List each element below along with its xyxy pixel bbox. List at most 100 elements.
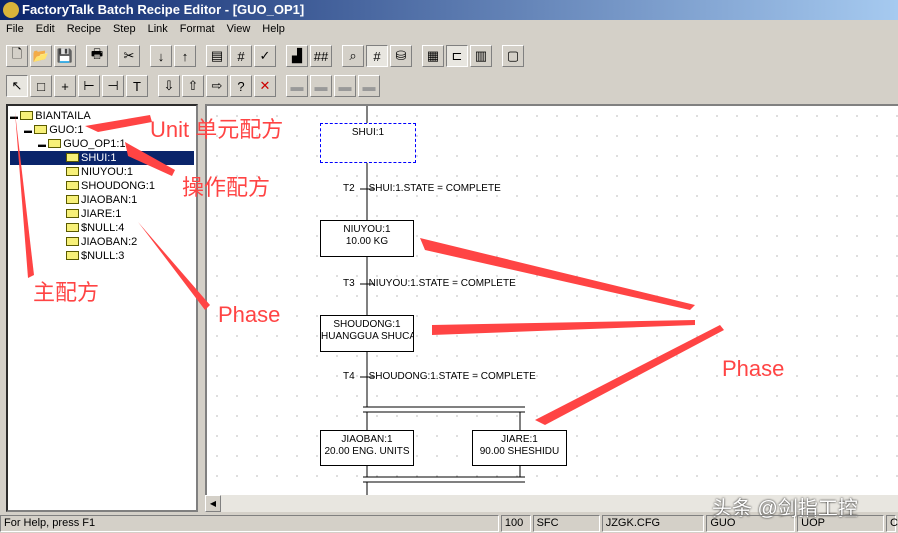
tree-item[interactable]: ▬ BIANTAILA [10,109,91,123]
move-down-button[interactable]: ↓ [150,45,172,67]
table-icon: ▦ [426,48,440,63]
status-pane: 100 [500,515,531,532]
sfc-icon: ⊏ [451,48,463,63]
tree-item-label: BIANTAILA [35,110,91,122]
step-name: SHOUDONG:1 [333,319,401,330]
zoom-button[interactable]: ⌕ [342,45,364,67]
save-button[interactable]: 💾 [54,45,76,67]
scroll-left-button[interactable]: ◀ [205,495,221,512]
frame-button[interactable]: ▢ [502,45,524,67]
disabled2-button[interactable]: ▬ [310,75,332,97]
collapse-icon[interactable]: ▬ [24,126,35,135]
hash-icon: ## [313,48,329,64]
step-shui[interactable]: SHUI:1 [320,123,416,163]
menu-help[interactable]: Help [262,23,285,35]
hash-button[interactable]: ## [310,45,332,67]
folder-icon [66,153,79,162]
pointer-icon: ↖ [11,78,23,93]
grid-button[interactable]: # [366,45,388,67]
insert-up-button[interactable]: ⇧ [182,75,204,97]
disabled1-button[interactable]: ▬ [286,75,308,97]
cut-button[interactable]: ✂ [118,45,140,67]
insert-down-icon: ⇩ [163,78,175,93]
tree-item[interactable]: SHOUDONG:1 [52,179,155,193]
horizontal-scrollbar[interactable]: ◀ [205,495,898,512]
step-value: 90.00 SHESHIDU [479,446,560,457]
tree-item[interactable]: JIAOBAN:1 [52,193,137,207]
link2-button[interactable]: ⊣ [102,75,124,97]
step-name: SHUI:1 [351,127,385,138]
menu-file[interactable]: File [6,23,24,35]
table2-button[interactable]: ▥ [470,45,492,67]
new-button[interactable]: 🗋 [6,45,28,67]
link1-button[interactable]: ⊢ [78,75,100,97]
annotation-master: 主配方 [33,280,100,305]
transition-t4[interactable]: T4 SHOUDONG:1.STATE = COMPLETE [343,371,536,382]
menu-link[interactable]: Link [147,23,168,35]
new-icon: 🗋 [11,46,23,61]
db-button[interactable]: ⛁ [390,45,412,67]
step-button[interactable]: □ [30,75,52,97]
transition-icon: + [61,78,69,94]
tree-item[interactable]: NIUYOU:1 [52,165,133,179]
pointer-button[interactable]: ↖ [6,75,28,97]
step-icon: □ [37,78,45,94]
menu-view[interactable]: View [226,23,251,35]
text-button[interactable]: T [126,75,148,97]
page-button[interactable]: ▤ [206,45,228,67]
tree-item[interactable]: JIAOBAN:2 [52,235,137,249]
stairs-button[interactable]: ▟ [286,45,308,67]
verify-icon: ✓ [259,48,271,63]
disabled3-button[interactable]: ▬ [334,75,356,97]
menu-recipe[interactable]: Recipe [66,23,101,35]
tree-item[interactable]: $NULL:4 [52,221,124,235]
step-value: 10.00 KG [345,236,389,247]
tree-item[interactable]: ▬ GUO_OP1:1 [38,137,126,151]
status-pane: SFC [532,515,600,532]
delete-button[interactable]: ✕ [254,75,276,97]
transition-t2[interactable]: T2 SHUI:1.STATE = COMPLETE [343,183,501,194]
annotation-phase-2: Phase [722,356,785,381]
tree-item[interactable]: SHUI:1 [10,151,194,165]
tree-item-label: NIUYOU:1 [81,166,133,178]
sfc-button[interactable]: ⊏ [446,45,468,67]
menu-edit[interactable]: Edit [35,23,55,35]
folder-icon [66,167,79,176]
insert-down-button[interactable]: ⇩ [158,75,180,97]
tree-item[interactable]: $NULL:3 [52,249,124,263]
menu-step[interactable]: Step [112,23,136,35]
move-up-button[interactable]: ↑ [174,45,196,67]
insert-right-button[interactable]: ⇨ [206,75,228,97]
table-button[interactable]: ▦ [422,45,444,67]
print-button[interactable]: 🖶 [86,45,108,67]
title-bar: FactoryTalk Batch Recipe Editor - [GUO_O… [0,0,898,20]
menu-bar: File Edit Recipe Step Link Format View Help [0,21,291,39]
verify-button[interactable]: ✓ [254,45,276,67]
open-button[interactable]: 📂 [30,45,52,67]
transition-button[interactable]: + [54,75,76,97]
disabled4-icon: ▬ [362,78,376,94]
delete-icon: ✕ [259,78,271,93]
page-number-button[interactable]: # [230,45,252,67]
tree-item-label: GUO_OP1:1 [63,138,126,150]
tree-item-label: GUO:1 [49,124,84,136]
page-number-icon: # [237,48,245,64]
collapse-icon[interactable]: ▬ [38,140,49,149]
insert-right-icon: ⇨ [211,78,223,93]
step-value: 20.00 ENG. UNITS [324,446,410,457]
toolbar-drawing: ↖ □ + ⊢⊣T ⇩ ⇧ ⇨? ✕ ▬ ▬ ▬ ▬ [6,75,380,97]
collapse-icon[interactable]: ▬ [10,112,21,121]
transition-t3[interactable]: T3 NIUYOU:1.STATE = COMPLETE [343,278,516,289]
menu-format[interactable]: Format [179,23,215,35]
disabled4-button[interactable]: ▬ [358,75,380,97]
query-button[interactable]: ? [230,75,252,97]
tree-item[interactable]: JIARE:1 [52,207,121,221]
folder-icon [20,111,34,120]
disabled2-icon: ▬ [314,78,328,94]
tree-item[interactable]: ▬ GUO:1 [24,123,83,137]
